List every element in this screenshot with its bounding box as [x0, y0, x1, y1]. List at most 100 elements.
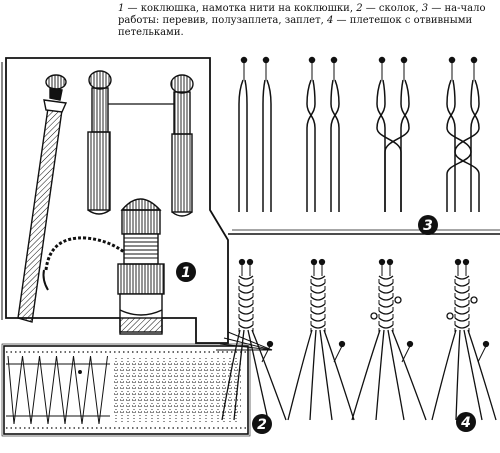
pin-head	[308, 56, 316, 64]
braid-loop	[454, 282, 470, 287]
pin-head	[462, 258, 470, 266]
pin-head	[454, 258, 462, 266]
bobbin-thread	[251, 329, 287, 421]
figure-2-badge	[252, 414, 272, 434]
strand	[306, 79, 316, 212]
bobbin-thread	[247, 329, 269, 421]
bobbin-thread	[323, 329, 355, 421]
strand	[376, 79, 402, 212]
braid-loop	[238, 324, 254, 329]
braid-loop	[310, 289, 326, 294]
figure-4-braids	[216, 258, 497, 421]
braid-edge	[310, 286, 326, 290]
braid-edge	[378, 321, 394, 325]
braid-edge	[238, 293, 254, 297]
braid-edge	[238, 286, 254, 290]
braid-3	[351, 258, 427, 421]
figure-3-strands	[238, 56, 480, 212]
strand	[330, 79, 340, 212]
braid-edge	[454, 293, 470, 297]
braid-edge	[310, 321, 326, 325]
upright-bobbin-right	[170, 74, 194, 217]
caption-num-2: 2	[356, 3, 363, 14]
pin-head	[310, 258, 318, 266]
braid-edge	[454, 307, 470, 311]
strand	[446, 79, 472, 212]
braid-loop	[310, 310, 326, 315]
braid-loop	[378, 296, 394, 301]
caption-text-2: — сколок,	[362, 3, 422, 14]
braid-edge	[310, 300, 326, 304]
braid-loop	[454, 289, 470, 294]
bobbin-thread	[391, 329, 427, 421]
figure-3-badge	[418, 215, 438, 235]
pin-head	[400, 56, 408, 64]
pin-head	[482, 340, 490, 348]
braid-edge	[378, 279, 394, 283]
braid-loop	[454, 303, 470, 308]
strand	[384, 79, 410, 212]
braid-loop	[238, 296, 254, 301]
braid-loop	[310, 282, 326, 287]
figure-caption: 1 — коклюшка, намотка нити на коклюшки, …	[118, 3, 496, 39]
braid-loop	[238, 275, 254, 280]
strand	[238, 79, 244, 212]
braid-loop	[310, 275, 326, 280]
braid-loop	[378, 289, 394, 294]
zigzag-line	[7, 355, 108, 425]
picot	[370, 312, 378, 320]
bobbin-thread	[287, 329, 313, 421]
strand	[400, 79, 410, 212]
braid-loop	[310, 324, 326, 329]
stage-4	[446, 56, 480, 212]
braid-edge	[378, 293, 394, 297]
braid-loop	[310, 296, 326, 301]
figure-2-number: 2	[257, 417, 267, 433]
pin-head	[470, 56, 478, 64]
pin-head	[330, 56, 338, 64]
bobbin-thread	[375, 329, 385, 421]
braid-2	[287, 258, 355, 421]
figure-4-badge	[456, 412, 476, 432]
braid-loop	[454, 275, 470, 280]
caption-text-4: — плетешок с отвивными петельками.	[118, 15, 473, 38]
figure-3-frame	[228, 229, 500, 235]
braid-loop	[238, 303, 254, 308]
pin-head	[386, 258, 394, 266]
braid-edge	[454, 279, 470, 283]
braid-edge	[454, 286, 470, 290]
figure-4-number: 4	[460, 415, 471, 431]
braid-edge	[454, 300, 470, 304]
bobbin-thread	[351, 329, 381, 421]
bobbin-thread	[467, 329, 497, 421]
upright-bobbin-left	[87, 70, 112, 215]
braid-loop	[378, 324, 394, 329]
braid-edge	[310, 293, 326, 297]
pin	[401, 345, 411, 363]
pin-head	[406, 340, 414, 348]
bobbin-thread	[387, 329, 405, 421]
braid-loop	[378, 303, 394, 308]
braid-edge	[310, 314, 326, 318]
strand	[470, 79, 480, 212]
braid-edge	[378, 286, 394, 290]
strand	[446, 79, 456, 212]
figure-3-number: 3	[423, 218, 433, 234]
strand	[454, 79, 480, 212]
strand	[262, 79, 266, 212]
bobbin-thread	[455, 329, 461, 421]
braid-edge	[454, 314, 470, 318]
braid-edge	[310, 307, 326, 311]
pin-head	[238, 258, 246, 266]
braid-loop	[454, 296, 470, 301]
winding-bobbin	[117, 198, 165, 335]
braid-loop	[238, 289, 254, 294]
pin	[333, 345, 343, 363]
pattern-dot	[78, 370, 82, 374]
strand	[306, 79, 316, 212]
braid-loop	[454, 317, 470, 322]
caption-text-1: — коклюшка, намотка нити на коклюшки,	[124, 3, 357, 14]
braid-loop	[378, 282, 394, 287]
braid-loop	[238, 310, 254, 315]
figure-1-badge	[176, 262, 196, 282]
